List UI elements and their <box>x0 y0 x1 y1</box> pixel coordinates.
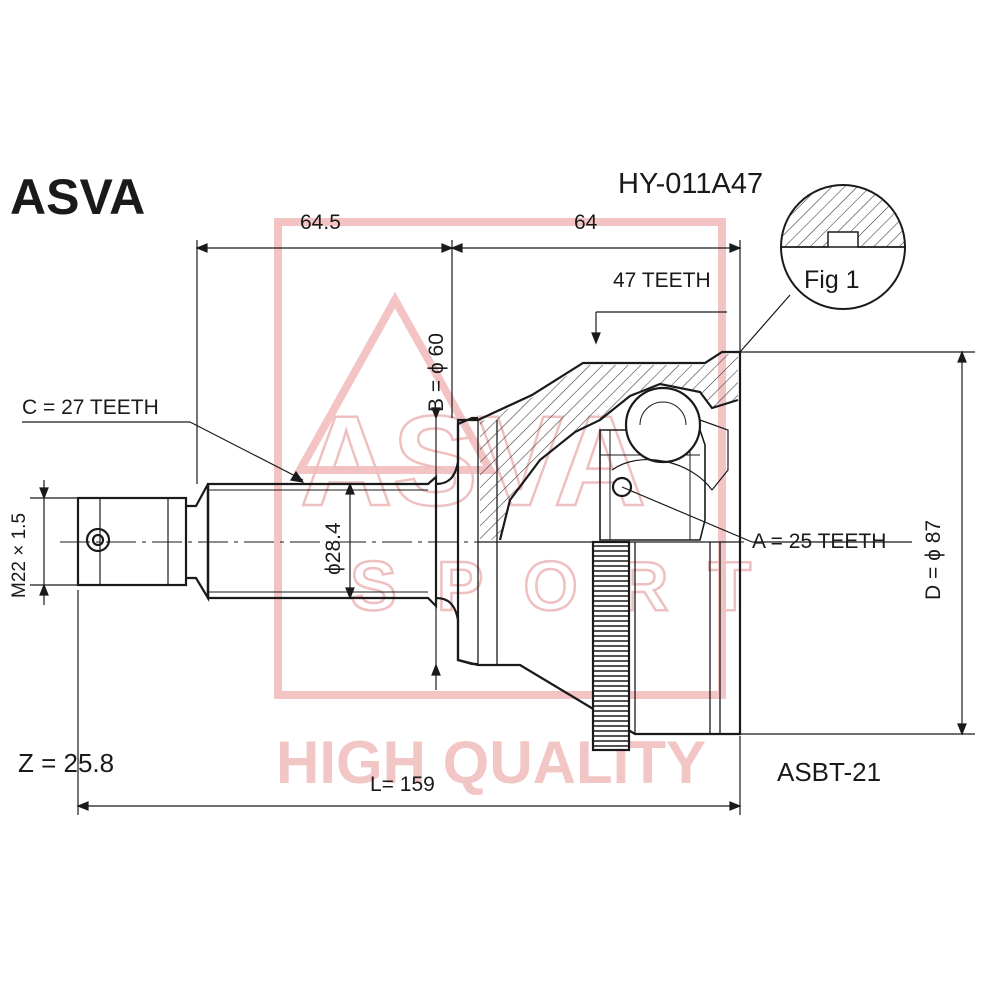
abs-teeth-label: 47 TEETH <box>613 269 711 292</box>
part-number: HY-011A47 <box>618 168 763 200</box>
cotter-hole <box>85 527 111 553</box>
z-value-label: Z = 25.8 <box>18 748 114 778</box>
length-label: L= 159 <box>370 773 435 796</box>
watermark: ASVA SPORT HIGH QUALITY <box>274 218 791 796</box>
watermark-triangle <box>293 291 497 474</box>
ball-bearing <box>624 386 702 464</box>
fig1-detail: Fig 1 <box>780 184 906 310</box>
brand-title: ASVA <box>10 169 145 225</box>
watermark-subtext: SPORT <box>350 547 791 625</box>
fig1-label: Fig 1 <box>804 266 860 294</box>
housing-section-hatch <box>480 354 738 540</box>
thread-label: M22 × 1.5 <box>9 513 30 598</box>
boot-kit-label: ASBT-21 <box>777 757 881 787</box>
watermark-frame <box>274 218 726 699</box>
dim-top-right: 64 <box>574 211 598 234</box>
watermark-tagline: HIGH QUALITY <box>276 729 706 796</box>
dimension-lines <box>22 240 975 815</box>
diameter-b-label: B = ϕ 60 <box>425 333 448 412</box>
shaft-diameter-label: ϕ28.4 <box>322 522 345 575</box>
abs-ring-teeth <box>593 545 629 747</box>
diameter-d-label: D = ϕ 87 <box>922 520 945 600</box>
dim-top-left: 64.5 <box>300 211 341 234</box>
spline-c-label: C = 27 TEETH <box>22 396 159 419</box>
spline-a-label: A = 25 TEETH <box>752 530 886 553</box>
